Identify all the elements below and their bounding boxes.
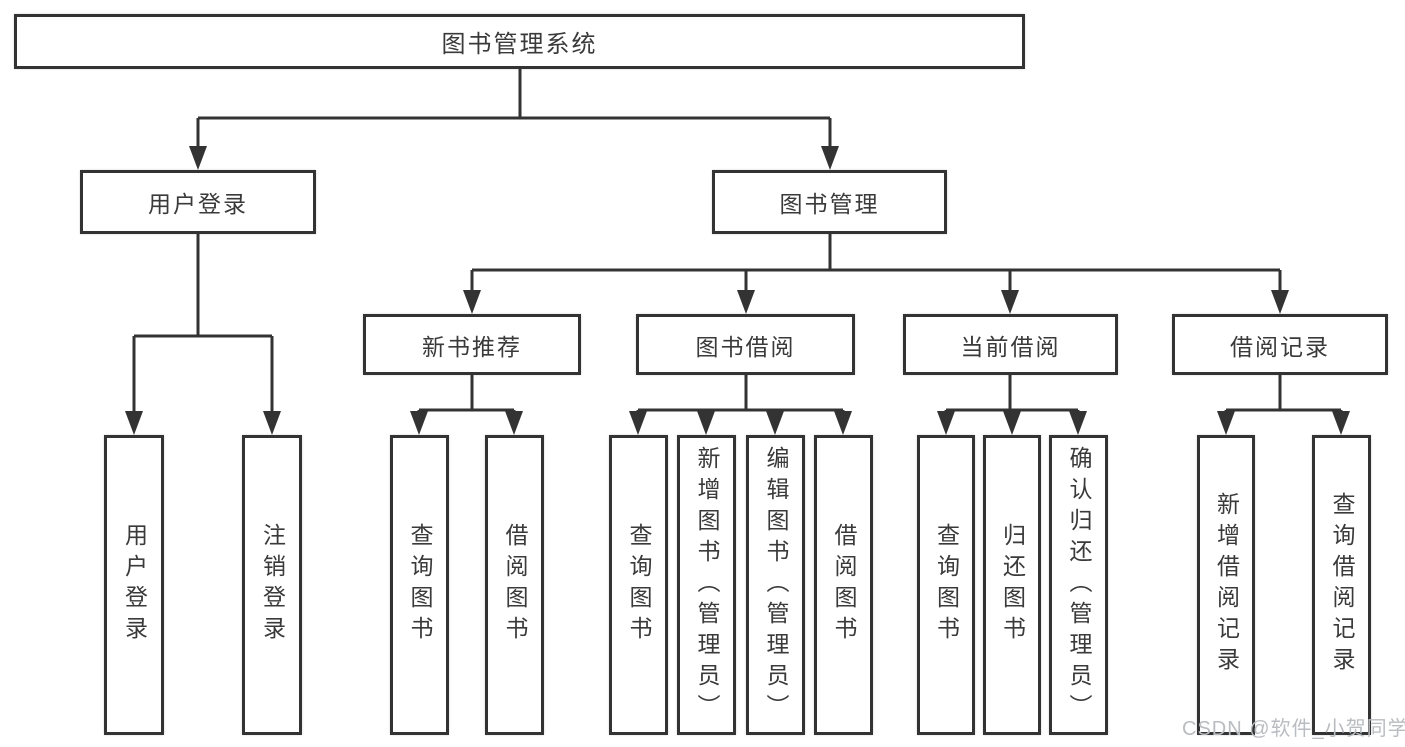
- arrowhead-icon: [697, 411, 715, 435]
- leaf-query-books-current: 查询图书: [917, 435, 975, 735]
- arrowhead-icon: [766, 411, 784, 435]
- arrowhead-icon: [125, 411, 143, 435]
- arrowhead-icon: [629, 411, 647, 435]
- arrowhead-icon: [834, 411, 852, 435]
- node-book-borrowing: 图书借阅: [636, 314, 855, 375]
- leaf-borrow-books-recommend: 借阅图书: [485, 435, 544, 735]
- watermark: CSDN @软件_小贺同学: [1182, 718, 1405, 740]
- leaf-confirm-return-admin: 确认归还（管理员）: [1049, 435, 1108, 735]
- arrowhead-icon: [737, 290, 755, 314]
- arrowhead-icon: [1001, 290, 1019, 314]
- arrowhead-icon: [1271, 290, 1289, 314]
- node-book-management: 图书管理: [712, 170, 947, 234]
- leaf-query-books-borrowing: 查询图书: [609, 435, 668, 735]
- leaf-edit-book-admin: 编辑图书（管理员）: [746, 435, 805, 735]
- arrowhead-icon: [821, 146, 839, 170]
- arrowhead-icon: [1069, 411, 1087, 435]
- node-user-login: 用户登录: [80, 170, 316, 234]
- arrowhead-icon: [937, 411, 955, 435]
- leaf-borrow-books-borrowing: 借阅图书: [814, 435, 873, 735]
- leaf-logout-login: 注销登录: [242, 435, 302, 735]
- leaf-return-book: 归还图书: [983, 435, 1041, 735]
- leaf-add-borrow-record: 新增借阅记录: [1197, 435, 1255, 735]
- node-new-book-recommendation: 新书推荐: [363, 314, 581, 375]
- leaf-query-books-recommend: 查询图书: [390, 435, 449, 735]
- arrowhead-icon: [1332, 411, 1350, 435]
- arrowhead-icon: [1217, 411, 1235, 435]
- leaf-add-book-admin: 新增图书（管理员）: [677, 435, 736, 735]
- arrowhead-icon: [189, 146, 207, 170]
- node-current-borrowing: 当前借阅: [903, 314, 1118, 375]
- arrowhead-icon: [1003, 411, 1021, 435]
- arrowhead-icon: [263, 411, 281, 435]
- leaf-user-login: 用户登录: [104, 435, 164, 735]
- arrowhead-icon: [505, 411, 523, 435]
- leaf-query-borrow-record: 查询借阅记录: [1312, 435, 1371, 735]
- arrowhead-icon: [463, 290, 481, 314]
- arrowhead-icon: [410, 411, 428, 435]
- node-library-system: 图书管理系统: [14, 14, 1025, 69]
- node-borrowing-records: 借阅记录: [1172, 314, 1388, 375]
